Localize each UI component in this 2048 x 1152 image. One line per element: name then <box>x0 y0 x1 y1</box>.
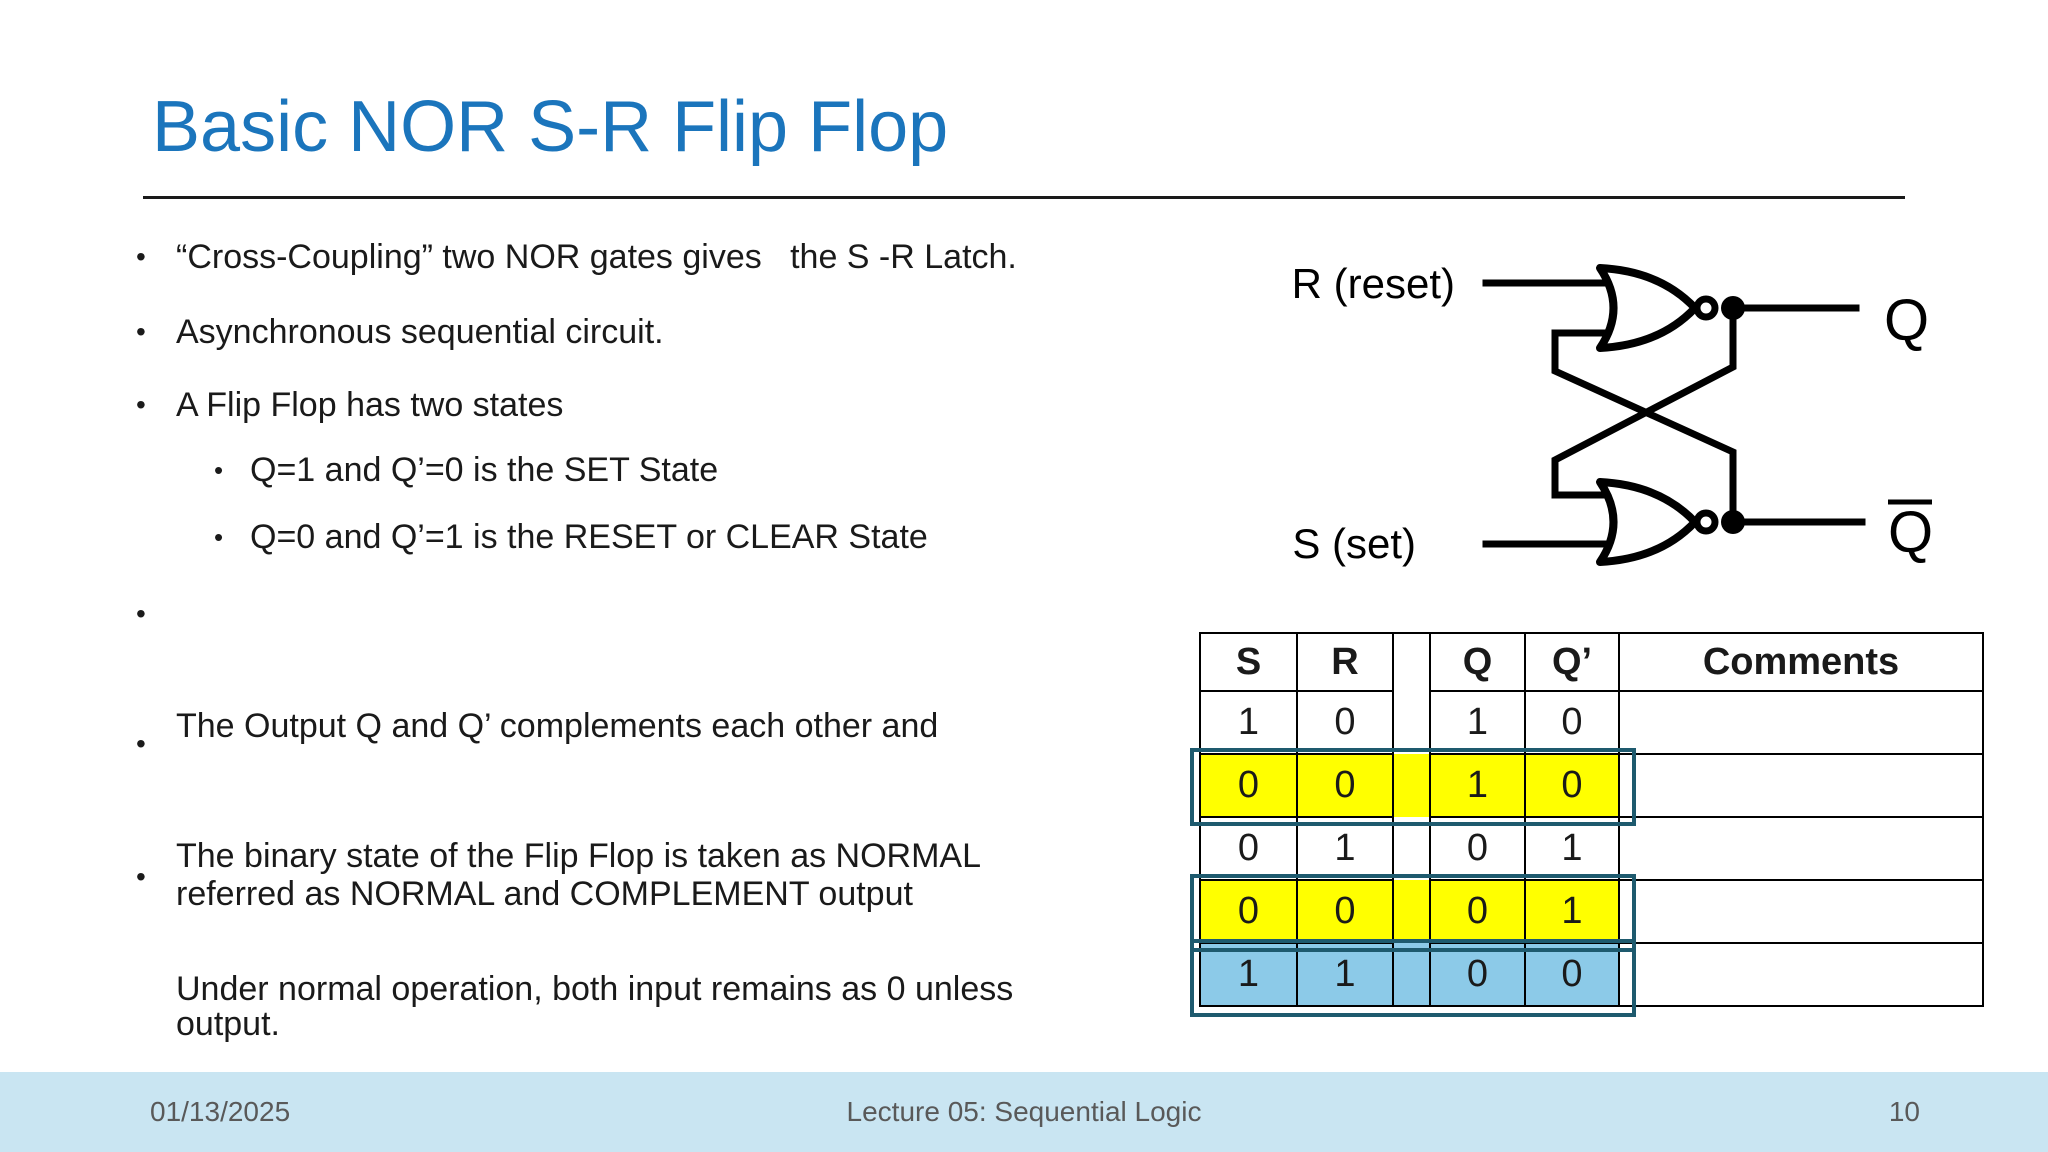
bullet-text: “Cross-Coupling” two NOR gates gives the… <box>176 238 1017 276</box>
cell: 0 <box>1429 942 1526 1007</box>
cell: 0 <box>1296 879 1394 944</box>
cell: 1 <box>1199 690 1298 755</box>
bullet-text: Q=1 and Q’=0 is the SET State <box>250 451 719 489</box>
bullet-icon: • <box>136 241 146 272</box>
cell: 0 <box>1296 753 1394 818</box>
title-divider <box>143 196 1905 199</box>
footer-bar: 01/13/2025 Lecture 05: Sequential Logic … <box>0 1072 2048 1152</box>
table-row: 0 1 0 1 <box>1199 816 1984 881</box>
comment-cell <box>1618 753 1984 818</box>
inverter-bubble-icon <box>1693 295 1719 321</box>
comment-cell <box>1618 816 1984 881</box>
spacer-cell <box>1392 754 1431 817</box>
spacer-cell <box>1392 880 1431 943</box>
footer-title: Lecture 05: Sequential Logic <box>846 1096 1202 1127</box>
inverter-bubble-icon <box>1693 509 1719 535</box>
qbar-output-label: Q <box>1888 500 1933 565</box>
cell: 0 <box>1199 879 1298 944</box>
cell: 0 <box>1199 816 1298 881</box>
footer-date: 01/13/2025 <box>150 1096 291 1127</box>
bullet-item: • Asynchronous sequential circuit. <box>0 304 664 360</box>
cell: 0 <box>1524 753 1620 818</box>
truth-table: S R Q Q’ Comments 1 0 1 0 0 0 1 0 0 1 <box>1199 632 1984 1007</box>
col-header-qprime: Q’ <box>1524 632 1620 692</box>
cell: 1 <box>1296 942 1394 1007</box>
table-row-highlighted: 0 0 1 0 <box>1199 753 1984 818</box>
bullet-icon: • <box>214 522 224 552</box>
q-output-label: Q <box>1884 288 1929 353</box>
bullet-text: The Output Q and Q’ complements each oth… <box>176 707 939 745</box>
table-row-highlighted: 1 1 0 0 <box>1199 942 1984 1007</box>
spacer-cell <box>1392 691 1431 754</box>
col-header-q: Q <box>1429 632 1526 692</box>
cell: 0 <box>1524 690 1620 755</box>
table-row-highlighted: 0 0 0 1 <box>1199 879 1984 944</box>
col-header-s: S <box>1199 632 1298 692</box>
nor-gate-top <box>1596 264 1745 352</box>
comment-cell <box>1618 690 1984 755</box>
cell: 1 <box>1199 942 1298 1007</box>
bullet-icon: • <box>136 389 146 420</box>
bullet-icon: • <box>136 316 146 347</box>
bullet-text: The binary state of the Flip Flop is tak… <box>176 837 982 875</box>
bullet-text: output. <box>176 1005 280 1043</box>
bullet-text: Under normal operation, both input remai… <box>176 970 1014 1008</box>
bullet-text: Asynchronous sequential circuit. <box>176 313 664 351</box>
bullet-item: • A Flip Flop has two states <box>0 377 563 433</box>
table-row: 1 0 1 0 <box>1199 690 1984 755</box>
cell: 0 <box>1524 942 1620 1007</box>
bullet-icon: • <box>136 728 146 759</box>
nor-gate-bottom <box>1596 478 1745 566</box>
s-input-label: S (set) <box>1292 520 1416 567</box>
sub-bullet-item: • Q=0 and Q’=1 is the RESET or CLEAR Sta… <box>0 509 928 565</box>
cell: 1 <box>1524 816 1620 881</box>
bullet-item: • The binary state of the Flip Flop is t… <box>0 716 981 1152</box>
cell: 1 <box>1524 879 1620 944</box>
spacer-cell <box>1392 943 1431 1007</box>
table-header-row: S R Q Q’ Comments <box>1199 632 1984 692</box>
slide-title: Basic NOR S-R Flip Flop <box>152 87 949 167</box>
cell: 1 <box>1429 690 1526 755</box>
bullet-icon: • <box>136 598 146 629</box>
bullet-item: • The Output Q and Q’ complements each o… <box>0 586 938 1034</box>
bullet-text: referred as NORMAL and COMPLEMENT output <box>176 875 913 913</box>
bullet-text: Q=0 and Q’=1 is the RESET or CLEAR State <box>250 518 928 556</box>
junction-dot-icon <box>1721 296 1745 320</box>
col-header-r: R <box>1296 632 1394 692</box>
cell: 1 <box>1296 816 1394 881</box>
cell: 1 <box>1429 753 1526 818</box>
r-input-label: R (reset) <box>1292 260 1455 307</box>
col-header-comments: Comments <box>1618 632 1984 692</box>
cell: 0 <box>1429 879 1526 944</box>
junction-dot-icon <box>1721 510 1745 534</box>
bullet-icon: • <box>136 861 146 892</box>
spacer-cell <box>1392 817 1431 880</box>
sr-latch-diagram: R (reset) S (set) Q Q <box>1292 260 1933 567</box>
cell: 0 <box>1296 690 1394 755</box>
bullet-icon: • <box>214 455 224 485</box>
comment-cell <box>1618 942 1984 1007</box>
spacer-cell <box>1392 632 1431 691</box>
cell: 0 <box>1429 816 1526 881</box>
cell: 0 <box>1199 753 1298 818</box>
bullet-text: A Flip Flop has two states <box>176 386 564 424</box>
footer-page-number: 10 <box>1888 1096 1920 1127</box>
sub-bullet-item: • Q=1 and Q’=0 is the SET State <box>0 442 718 498</box>
comment-cell <box>1618 879 1984 944</box>
bullet-item: • “Cross-Coupling” two NOR gates gives t… <box>0 229 1017 285</box>
